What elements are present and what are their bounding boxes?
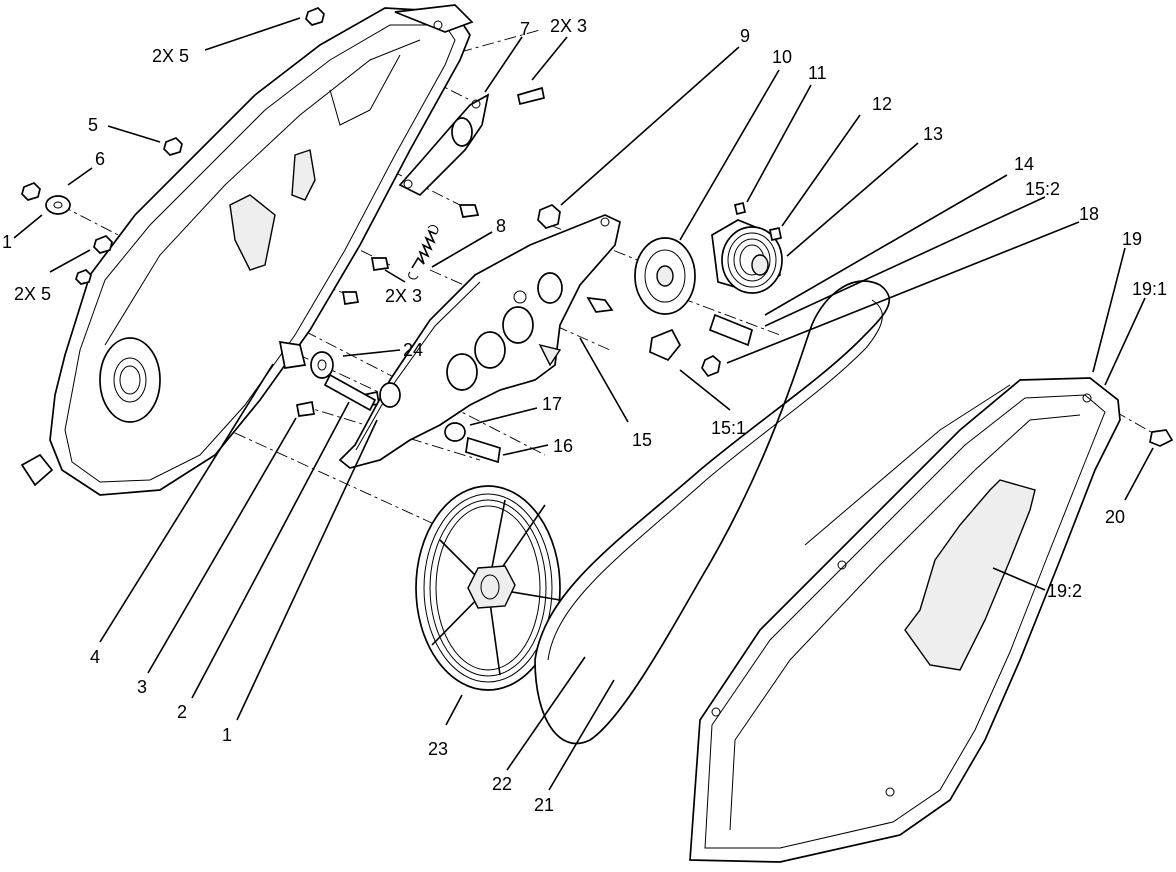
- callout-23: 23: [428, 739, 448, 759]
- callout-2x3-mid: 2X 3: [385, 286, 422, 306]
- belt-cover-housing: [20, 4, 474, 496]
- callout-12: 12: [872, 94, 892, 114]
- callout-14: 14: [1014, 154, 1034, 174]
- idler-hardware: [586, 296, 754, 378]
- callout-15: 15: [632, 430, 652, 450]
- nut-9: [537, 204, 561, 229]
- callout-15-1: 15:1: [711, 418, 746, 438]
- callout-1-left: 1: [2, 232, 12, 252]
- callout-21: 21: [534, 795, 554, 815]
- callout-16: 16: [553, 436, 573, 456]
- callout-19-1: 19:1: [1132, 279, 1167, 299]
- idler-pulley: [634, 237, 696, 315]
- callout-7: 7: [520, 19, 530, 39]
- callout-18: 18: [1079, 204, 1099, 224]
- callout-19-2: 19:2: [1047, 581, 1082, 601]
- callout-2x5-left: 2X 5: [14, 284, 51, 304]
- callout-11: 11: [808, 63, 827, 83]
- drive-pulley: [415, 485, 561, 691]
- callout-1-bottom: 1: [222, 725, 232, 745]
- callout-4: 4: [90, 647, 100, 667]
- callout-9: 9: [740, 26, 750, 46]
- outer-belt-cover: [689, 377, 1121, 863]
- callout-17: 17: [542, 394, 562, 414]
- idler-bracket-plate: [338, 214, 621, 469]
- callout-2x3-top: 2X 3: [550, 16, 587, 36]
- callout-2: 2: [177, 702, 187, 722]
- leader-lines: [13, 17, 1154, 791]
- callout-20: 20: [1105, 507, 1125, 527]
- callout-2x5-top: 2X 5: [152, 46, 189, 66]
- callout-22: 22: [492, 774, 512, 794]
- callout-8: 8: [496, 216, 506, 236]
- engine-pulley: [711, 201, 783, 294]
- pivot-hardware: [278, 340, 501, 464]
- callout-3: 3: [137, 677, 147, 697]
- callout-6: 6: [95, 149, 105, 169]
- callout-19: 19: [1122, 229, 1142, 249]
- callout-13: 13: [923, 124, 943, 144]
- idler-arm: [398, 93, 490, 197]
- extension-spring: [408, 225, 439, 280]
- housing-hardware: [21, 7, 545, 417]
- screw-20: [1149, 429, 1174, 447]
- callout-10: 10: [772, 47, 792, 67]
- callout-5: 5: [88, 115, 98, 135]
- callout-15-2: 15:2: [1025, 179, 1060, 199]
- callout-labels: 2X 5 7 2X 3 9 10 11 12 13 14 15:2 18 19 …: [2, 16, 1167, 815]
- callout-24: 24: [403, 340, 423, 360]
